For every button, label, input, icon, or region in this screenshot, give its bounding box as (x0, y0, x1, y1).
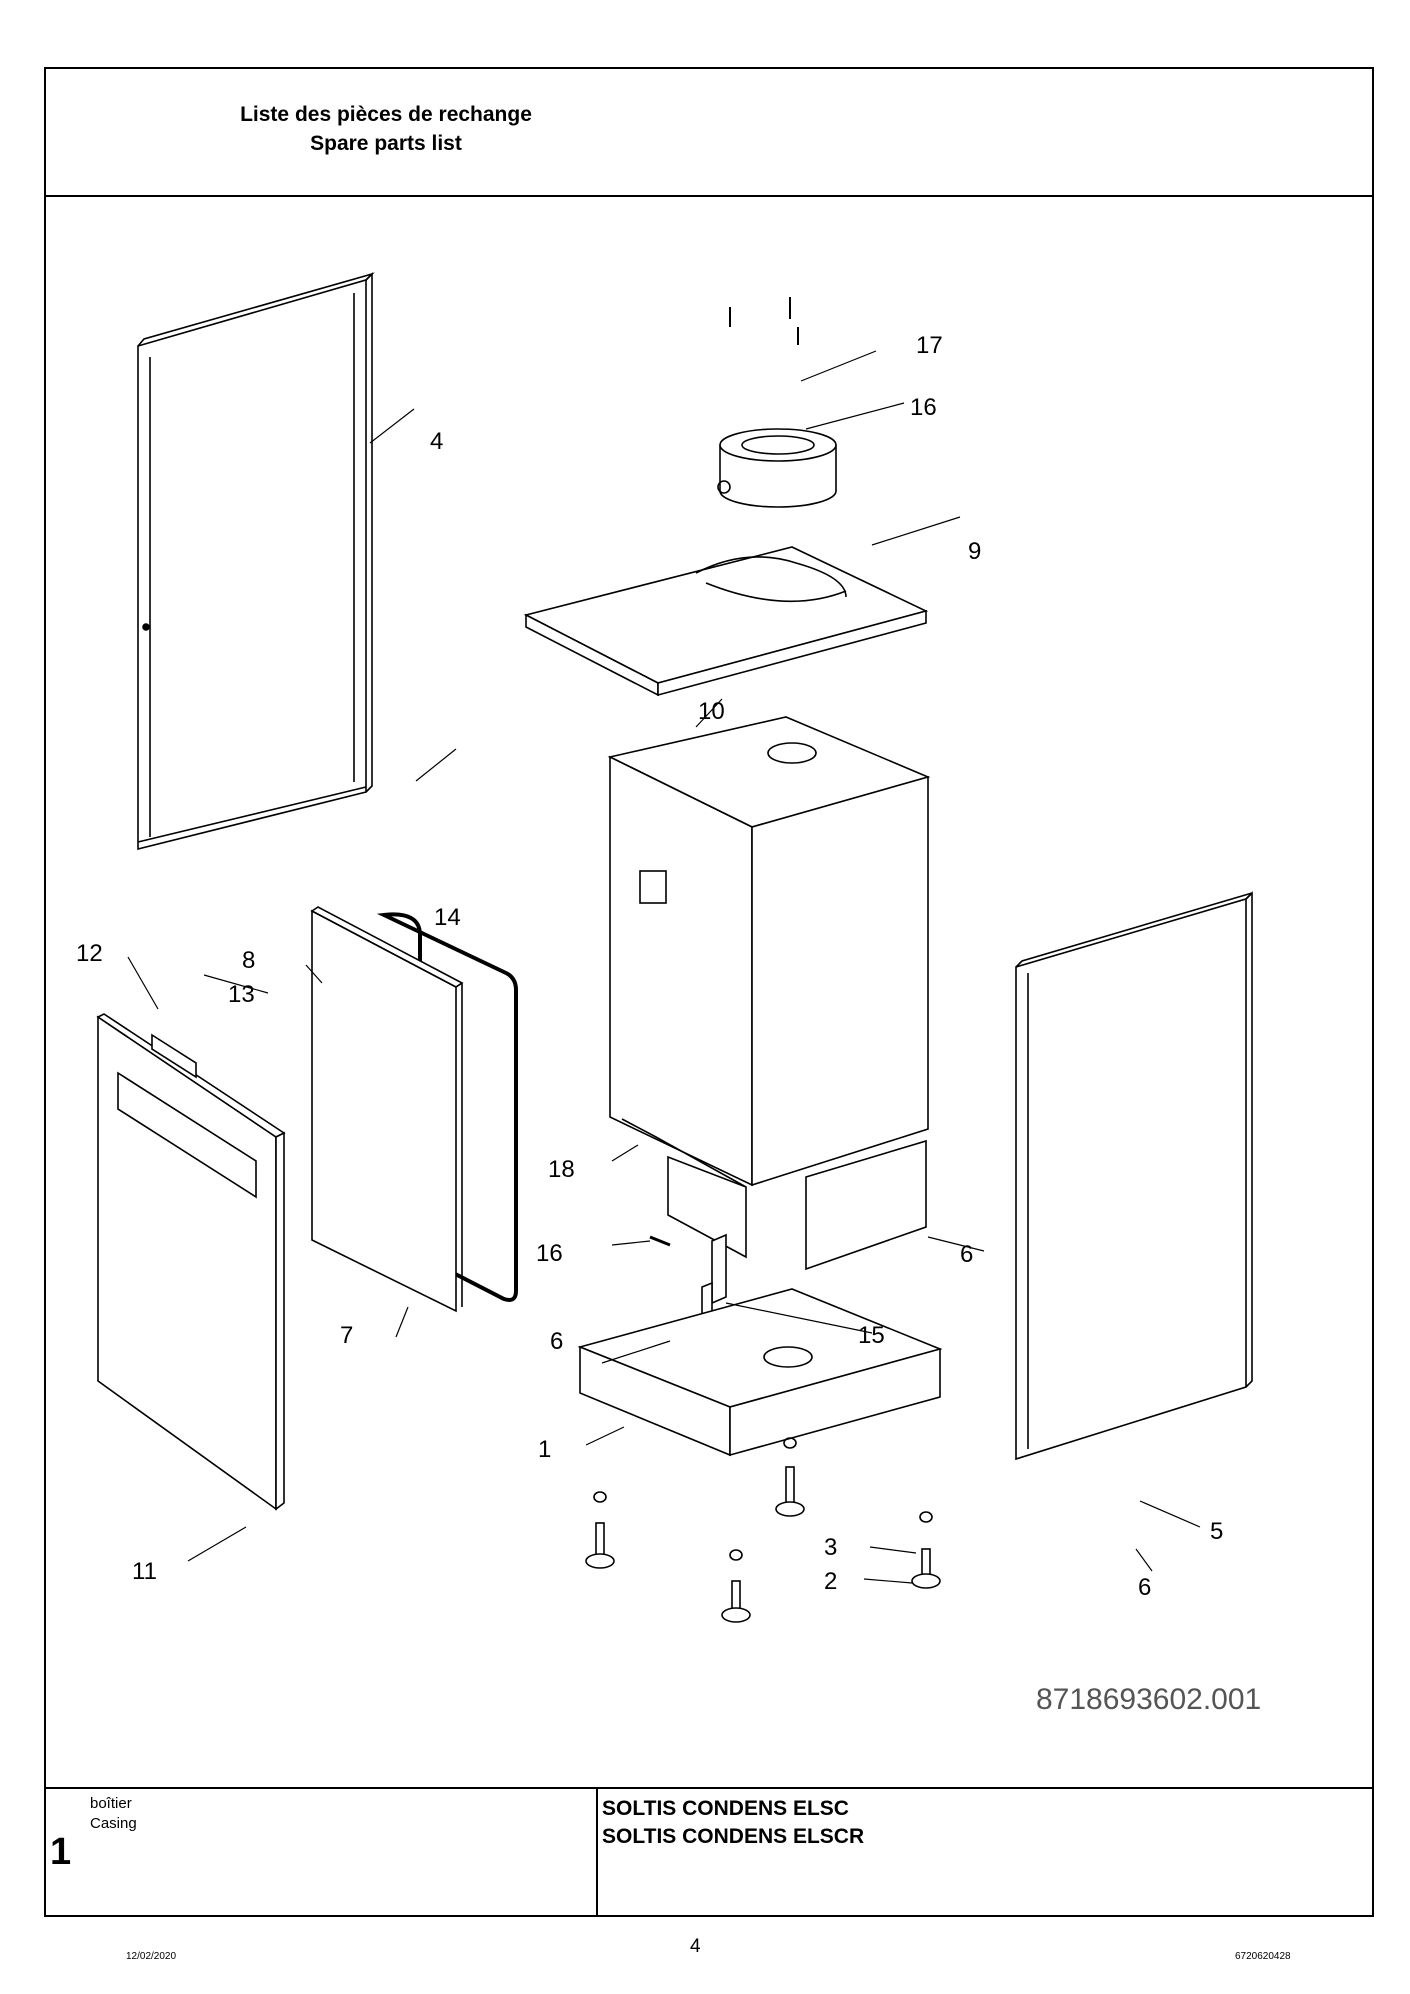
callout-2: 2 (824, 1568, 837, 1595)
section-number: 1 (50, 1831, 72, 1873)
callout-6: 6 (960, 1241, 973, 1268)
leader-lines (127, 350, 1201, 1584)
section-name-en: Casing (90, 1815, 137, 1832)
callout-6b: 6 (550, 1328, 563, 1355)
side-panel-right (1015, 891, 1253, 1461)
bracket (701, 1233, 727, 1319)
side-panel-left (137, 272, 375, 851)
top-cover (523, 546, 929, 697)
screws-19 (729, 297, 799, 345)
clip-16 (649, 1235, 671, 1247)
header: Liste des pièces de rechange Spare parts… (46, 69, 1372, 197)
page-number: 4 (690, 1936, 701, 1957)
callout-18: 16 (910, 394, 937, 421)
page-frame: Liste des pièces de rechange Spare parts… (44, 67, 1374, 1917)
date-stamp: 12/02/2020 (126, 1951, 177, 1962)
title-en: Spare parts list (310, 132, 462, 155)
document-reference: 6720620428 (1235, 1951, 1291, 1962)
door-seal (376, 912, 518, 1302)
callout-9: 9 (968, 538, 981, 565)
callout-labels: 17 16 9 4 10 14 8 13 12 18 16 6 15 6 1 7… (76, 332, 1223, 1601)
callout-19: 17 (916, 332, 943, 359)
callout-8: 8 (242, 947, 255, 974)
callout-10: 10 (698, 698, 725, 725)
footer-table: boîtier Casing 1 SOLTIS CONDENS ELSC SOL… (46, 1787, 1372, 1917)
callout-15: 15 (858, 1322, 885, 1349)
drawing-code: 8718693602.001 (1036, 1683, 1261, 1716)
footer-divider (596, 1789, 598, 1917)
callout-14: 14 (434, 904, 461, 931)
section-name-fr: boîtier (90, 1795, 132, 1812)
callout-4: 4 (430, 428, 443, 455)
callout-17: 18 (548, 1156, 575, 1183)
callout-11: 11 (132, 1558, 157, 1585)
callout-16: 16 (536, 1240, 563, 1267)
flue-adaptor (717, 428, 837, 508)
callout-5: 5 (1210, 1518, 1223, 1545)
title-fr: Liste des pièces de rechange (240, 103, 532, 126)
model-2: SOLTIS CONDENS ELSCR (602, 1825, 865, 1848)
callout-13: 12 (76, 940, 103, 967)
front-panel (96, 1013, 286, 1511)
boiler-body (607, 716, 931, 1271)
inner-door (310, 906, 464, 1313)
base-frame (577, 1288, 943, 1457)
adjustable-feet (585, 1437, 941, 1623)
callout-6c: 6 (1138, 1574, 1151, 1601)
callout-3: 3 (824, 1534, 837, 1561)
exploded-view-drawing: 17 16 9 4 10 14 8 13 12 18 16 6 15 6 1 7… (76, 272, 1261, 1716)
callout-12: 13 (228, 981, 255, 1008)
callout-1: 1 (538, 1436, 551, 1463)
model-1: SOLTIS CONDENS ELSC (602, 1797, 849, 1820)
callout-7: 7 (340, 1322, 353, 1349)
